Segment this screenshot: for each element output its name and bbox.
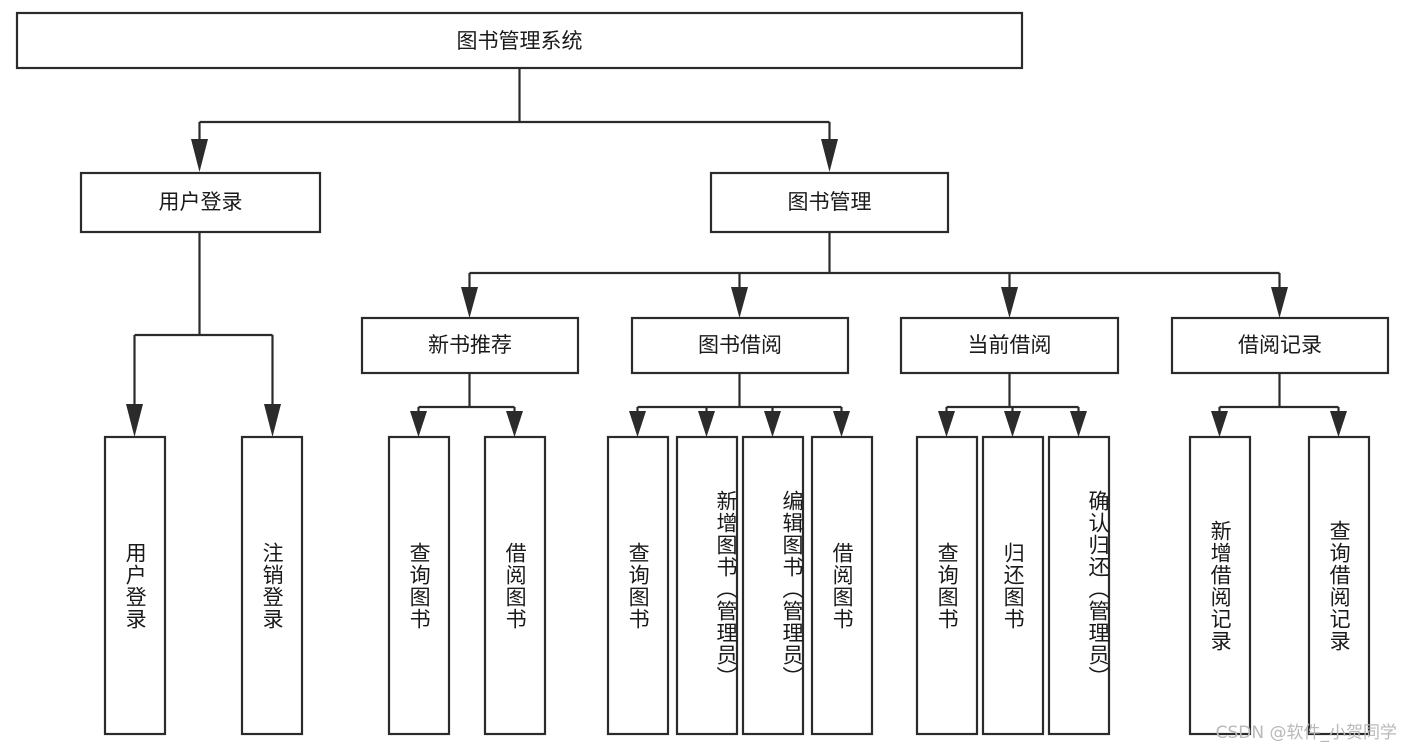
node-book-manage-label: 图书管理 <box>788 190 872 214</box>
leaf-label-book-borrow-3: 借阅图书 <box>830 541 855 630</box>
arrow-to-borrow-record <box>1271 287 1288 318</box>
arrow-to-book-borrow <box>731 287 748 318</box>
leaf-box-book-borrow-1[interactable] <box>675 435 739 736</box>
arrow-borrow-record-leaf-1 <box>1330 411 1347 437</box>
leaf-label-user-login-0: 用户登录 <box>123 541 148 630</box>
leaf-label-book-borrow-1: 新增图书（管理员） <box>714 489 738 688</box>
leaf-box-book-borrow-3[interactable] <box>810 435 874 736</box>
leaf-box-book-borrow-0[interactable] <box>606 435 670 736</box>
leaf-label-current-borrow-1: 归还图书 <box>1001 541 1026 630</box>
arrow-book-borrow-leaf-0 <box>629 411 646 437</box>
arrow-borrow-record-leaf-0 <box>1211 411 1228 437</box>
node-current-borrow-label: 当前借阅 <box>968 333 1052 357</box>
leaf-label-new-book-0: 查询图书 <box>407 541 432 630</box>
leaf-box-current-borrow-2[interactable] <box>1047 435 1111 736</box>
leaf-box-borrow-record-1[interactable] <box>1307 435 1371 736</box>
arrow-book-borrow-leaf-2 <box>764 411 781 437</box>
leaf-box-borrow-record-0[interactable] <box>1188 435 1252 736</box>
arrow-to-new-book <box>461 287 478 318</box>
node-current-borrow-box[interactable] <box>899 316 1120 375</box>
node-user-login-box[interactable] <box>79 171 322 234</box>
arrow-root-to-user-login <box>191 139 208 172</box>
watermark-text: CSDN @软件_小贺同学 <box>1215 723 1397 743</box>
leaf-label-book-borrow-2: 编辑图书（管理员） <box>780 489 804 688</box>
leaf-box-new-book-1[interactable] <box>483 435 547 736</box>
arrow-new-book-leaf-1 <box>506 411 523 437</box>
leaf-box-user-login-1[interactable] <box>240 435 304 736</box>
arrow-new-book-leaf-0 <box>410 411 427 437</box>
node-root-label: 图书管理系统 <box>457 29 583 53</box>
arrow-current-borrow-leaf-1 <box>1004 411 1021 437</box>
node-new-book-label: 新书推荐 <box>428 333 512 357</box>
leaf-label-new-book-1: 借阅图书 <box>503 541 528 630</box>
leaf-box-current-borrow-0[interactable] <box>915 435 979 736</box>
leaf-box-current-borrow-1[interactable] <box>981 435 1045 736</box>
arrow-book-borrow-leaf-1 <box>698 411 715 437</box>
node-new-book-box[interactable] <box>360 316 580 375</box>
leaf-label-user-login-1: 注销登录 <box>260 541 285 630</box>
leaf-label-borrow-record-0: 新增借阅记录 <box>1208 519 1233 652</box>
arrow-book-borrow-leaf-3 <box>833 411 850 437</box>
node-root-box[interactable] <box>15 11 1024 70</box>
leaf-label-borrow-record-1: 查询借阅记录 <box>1327 519 1352 652</box>
leaf-box-new-book-0[interactable] <box>387 435 451 736</box>
node-book-borrow-label: 图书借阅 <box>698 333 782 357</box>
leaf-label-current-borrow-2: 确认归还（管理员） <box>1086 489 1110 688</box>
arrow-user-login-leaf-0 <box>126 404 143 437</box>
leaf-box-book-borrow-2[interactable] <box>741 435 805 736</box>
leaf-box-user-login-0[interactable] <box>103 435 167 736</box>
arrow-current-borrow-leaf-0 <box>938 411 955 437</box>
leaf-label-current-borrow-0: 查询图书 <box>935 541 960 630</box>
arrow-to-current-borrow <box>1001 287 1018 318</box>
node-user-login-label: 用户登录 <box>159 190 243 214</box>
arrow-root-to-book-manage <box>821 139 838 172</box>
node-borrow-record-label: 借阅记录 <box>1238 333 1322 357</box>
leaf-label-book-borrow-0: 查询图书 <box>626 541 651 630</box>
arrow-user-login-leaf-1 <box>264 404 281 437</box>
arrow-current-borrow-leaf-2 <box>1070 411 1087 437</box>
